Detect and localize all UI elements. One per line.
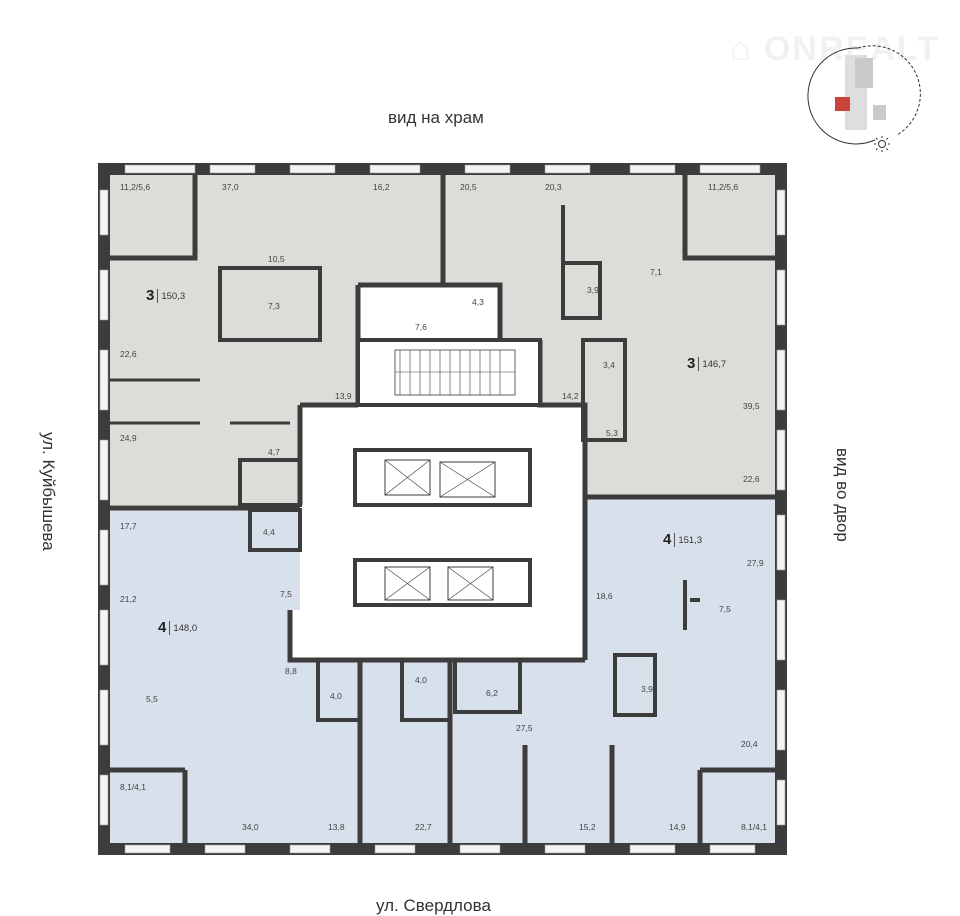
room-area: 3,4 (603, 360, 615, 370)
room-area: 4,4 (263, 527, 275, 537)
room-area: 11,2/5,6 (120, 182, 151, 192)
room-area: 18,6 (596, 591, 613, 601)
compass-sun-icon (874, 136, 890, 152)
apartment-area: 151,3 (678, 534, 703, 546)
room-area: 15,2 (579, 822, 596, 832)
room-area: 11,2/5,6 (708, 182, 739, 192)
room-area: 14,9 (669, 822, 686, 832)
room-area: 22,6 (120, 349, 137, 359)
room-area: 20,4 (741, 739, 758, 749)
room-area: 39,5 (743, 401, 760, 411)
apartment-area: 148,0 (173, 622, 198, 634)
room-area: 6,2 (486, 688, 498, 698)
room-area: 21,2 (120, 594, 137, 604)
room-area: 8,8 (285, 666, 297, 676)
apartment-3-area[interactable] (110, 508, 450, 843)
room-area: 7,5 (719, 604, 731, 614)
room-area: 22,6 (743, 474, 760, 484)
room-area: 4,3 (472, 297, 484, 307)
room-area: 13,9 (335, 391, 352, 401)
room-area: 22,7 (415, 822, 432, 832)
room-area: 34,0 (242, 822, 259, 832)
room-area: 20,5 (460, 182, 477, 192)
room-area: 7,3 (268, 301, 280, 311)
view-label-right: вид во двор (833, 448, 852, 542)
apartment-4-area[interactable] (450, 497, 775, 843)
outer-wall (98, 163, 787, 855)
room-area: 7,1 (650, 267, 662, 277)
room-area: 14,2 (562, 391, 579, 401)
room-area: 13,8 (328, 822, 345, 832)
room-area: 20,3 (545, 182, 562, 192)
room-area: 8,1/4,1 (741, 822, 767, 832)
stair-icon (395, 350, 515, 395)
room-area: 5,3 (606, 428, 618, 438)
room-area: 7,6 (415, 322, 427, 332)
building-core (353, 338, 542, 607)
room-area: 10,5 (268, 254, 285, 264)
windows (99, 164, 786, 854)
apartment-area: 150,3 (161, 290, 186, 302)
watermark-brand: ⌂ ONREALT (730, 30, 940, 68)
room-area: 5,5 (146, 694, 158, 704)
apartment-area: 146,7 (702, 358, 727, 370)
room-area: 3,9 (587, 285, 599, 295)
view-label-top: вид на храм (388, 108, 484, 127)
room-area: 27,9 (747, 558, 764, 568)
room-area: 4,0 (330, 691, 342, 701)
room-area: 16,2 (373, 182, 390, 192)
street-label-bottom: ул. Свердлова (376, 896, 491, 915)
room-count: 4 (158, 620, 171, 635)
room-area: 27,5 (516, 723, 533, 733)
room-area: 8,1/4,1 (120, 782, 146, 792)
room-area: 4,7 (268, 447, 280, 457)
building-locator-icon (807, 45, 921, 152)
stairwell (356, 338, 542, 407)
room-count: 3 (146, 288, 159, 303)
room-area: 7,5 (280, 589, 292, 599)
street-label-left: ул. Куйбышева (39, 432, 58, 551)
room-area: 37,0 (222, 182, 239, 192)
room-area: 3,9 (641, 684, 653, 694)
room-area: 24,9 (120, 433, 137, 443)
room-count: 4 (663, 532, 676, 547)
room-area: 17,7 (120, 521, 137, 531)
room-area: 4,0 (415, 675, 427, 685)
room-count: 3 (687, 356, 700, 371)
